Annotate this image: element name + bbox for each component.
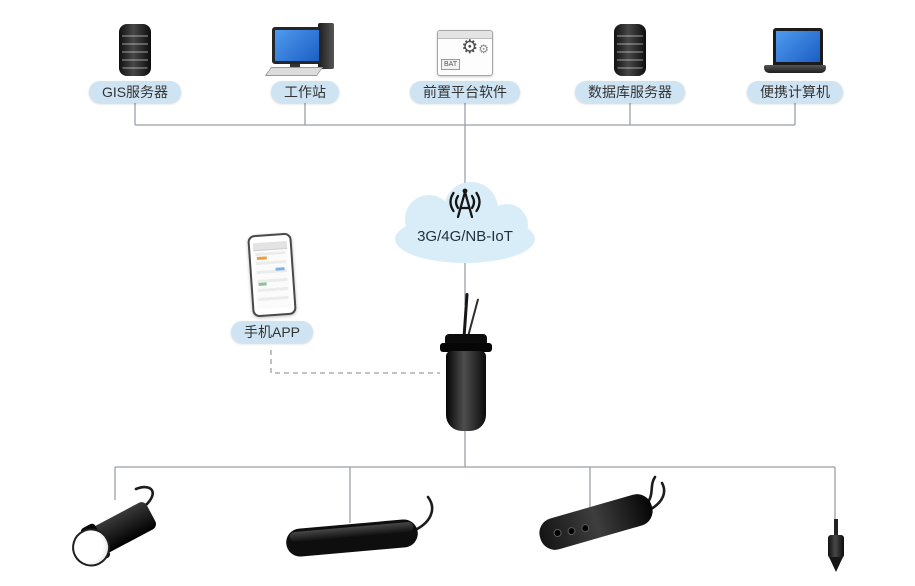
workstation-icon-wrap <box>264 16 342 76</box>
laptop-icon-wrap <box>762 16 828 76</box>
phone-screen <box>252 240 292 310</box>
sensor-hole <box>552 528 563 538</box>
gis-server-label: GIS服务器 <box>88 81 182 103</box>
workstation-label: 工作站 <box>271 81 339 103</box>
keyboard-icon <box>264 67 324 76</box>
smartphone-icon <box>247 232 297 318</box>
antenna-rod-icon <box>466 298 480 338</box>
dashed-link-line <box>270 350 440 374</box>
phone-screen-highlight <box>258 282 267 286</box>
laptop-base <box>764 65 826 73</box>
node-gis-server: GIS服务器 <box>55 16 215 103</box>
database-server-label: 数据库服务器 <box>575 81 685 103</box>
server-icon <box>119 24 151 76</box>
computer-tower-icon <box>318 23 334 69</box>
gis-server-icon-wrap <box>119 16 151 76</box>
node-database-server: 数据库服务器 <box>550 16 710 103</box>
sensor-hole <box>580 523 591 534</box>
telemetry-terminal-icon <box>437 292 495 435</box>
submersible-sensor-icon <box>535 490 657 554</box>
pressure-level-sensor-icon <box>64 493 165 574</box>
gears-group <box>461 38 489 57</box>
probe-tip <box>829 557 843 572</box>
gear-icon <box>478 40 489 57</box>
node-laptop: 便携计算机 <box>715 16 875 103</box>
node-mobile-app: 手机APP <box>226 232 318 343</box>
radar-bar-sensor-icon <box>285 518 419 558</box>
software-window-icon: BAT <box>437 30 493 76</box>
monitor-stand <box>290 64 300 69</box>
laptop-icon <box>762 26 828 76</box>
platform-software-label: 前置平台软件 <box>410 81 520 103</box>
laptop-screen <box>773 28 823 65</box>
monitor-icon <box>272 27 322 64</box>
device-cap <box>445 334 487 344</box>
phone-screen-header <box>252 240 288 252</box>
ultrasonic-probe-icon <box>826 519 846 577</box>
device-flange <box>440 343 492 352</box>
database-server-icon-wrap <box>614 16 646 76</box>
phone-screen-highlight <box>275 267 285 271</box>
antenna-icon <box>449 188 481 219</box>
node-workstation: 工作站 <box>225 16 385 103</box>
probe-body <box>828 535 844 558</box>
software-icon-wrap: BAT <box>437 16 493 76</box>
sensor-hole <box>566 526 577 537</box>
cloud-shape <box>395 182 535 263</box>
network-cloud: 3G/4G/NB-IoT <box>379 180 551 266</box>
probe-stem <box>834 519 838 537</box>
device-body <box>446 351 486 431</box>
bat-label: BAT <box>441 59 461 70</box>
workstation-icon <box>264 20 342 76</box>
laptop-label: 便携计算机 <box>747 81 843 103</box>
network-label: 3G/4G/NB-IoT <box>417 228 513 245</box>
node-platform-software: BAT 前置平台软件 <box>385 16 545 103</box>
server-icon <box>614 24 646 76</box>
window-titlebar <box>438 31 492 39</box>
mobile-app-label: 手机APP <box>230 321 313 343</box>
gear-icon <box>461 40 478 57</box>
